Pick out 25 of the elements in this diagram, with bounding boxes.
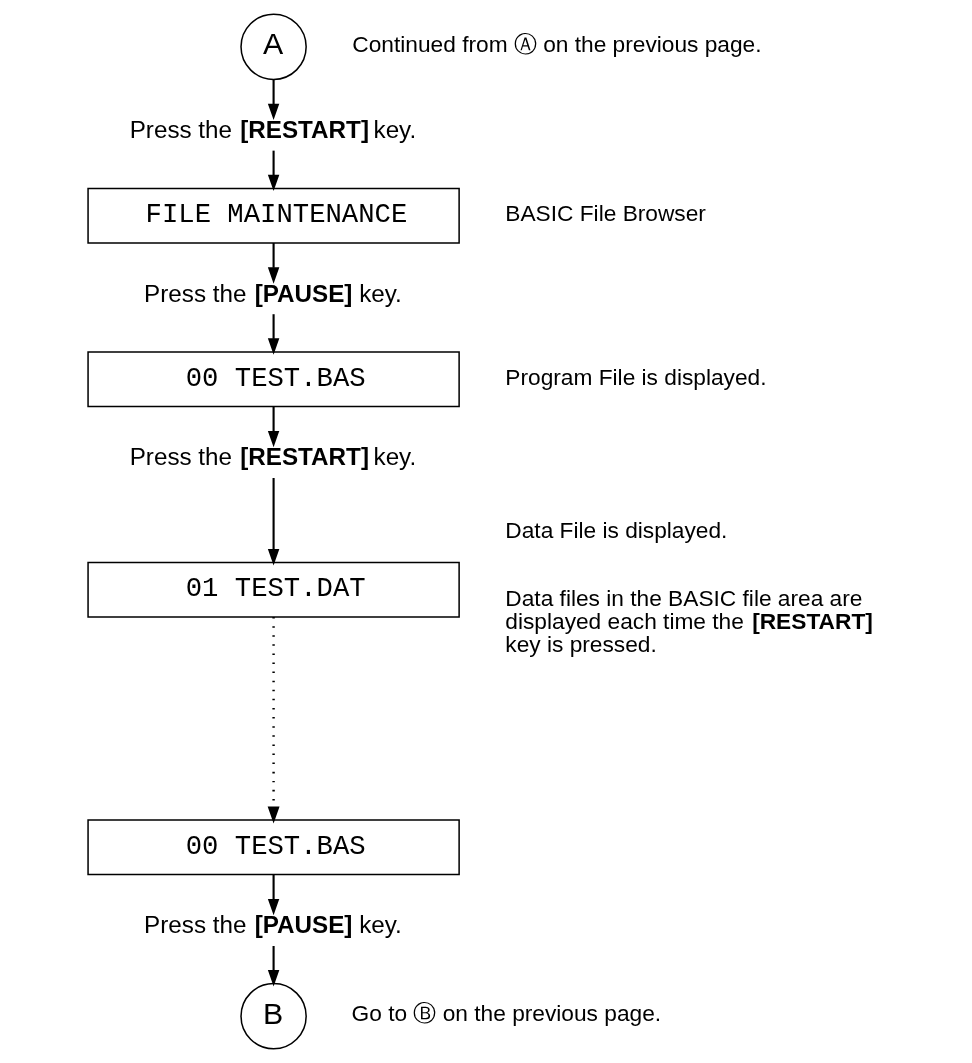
arrow [267, 946, 280, 987]
arrow [267, 406, 280, 448]
node-text: Press the [PAUSE] key. [144, 279, 402, 307]
arrow [267, 874, 280, 916]
node-label: Data File is displayed. [505, 517, 728, 544]
node-text: Press the [PAUSE] key. [144, 911, 402, 939]
node-label: Data files in the BASIC file area are displayed each time the [RESTART] key is pressed. [505, 585, 873, 657]
node-text: Press the [RESTART] key. [129, 443, 417, 471]
arrow [267, 617, 280, 824]
node-box: FILE MAINTENANCE [87, 187, 460, 244]
node-box: 01 TEST.DAT [87, 561, 460, 618]
arrow [267, 314, 280, 355]
node-text: Press the [RESTART] key. [129, 116, 417, 144]
arrow [267, 79, 280, 121]
arrow [267, 150, 280, 192]
node-box: 00 TEST.BAS [87, 351, 460, 408]
arrow [267, 478, 280, 566]
arrow [267, 243, 280, 284]
node-label: Go to Ⓑ on the previous page. [351, 1000, 662, 1027]
node-label: Continued from Ⓐ on the previous page. [352, 31, 762, 58]
node-label: BASIC File Browser [505, 200, 706, 227]
node-circle: A [240, 13, 307, 81]
node-circle: B [240, 982, 307, 1050]
node-box: 00 TEST.BAS [87, 819, 460, 876]
node-label: Program File is displayed. [505, 363, 767, 390]
